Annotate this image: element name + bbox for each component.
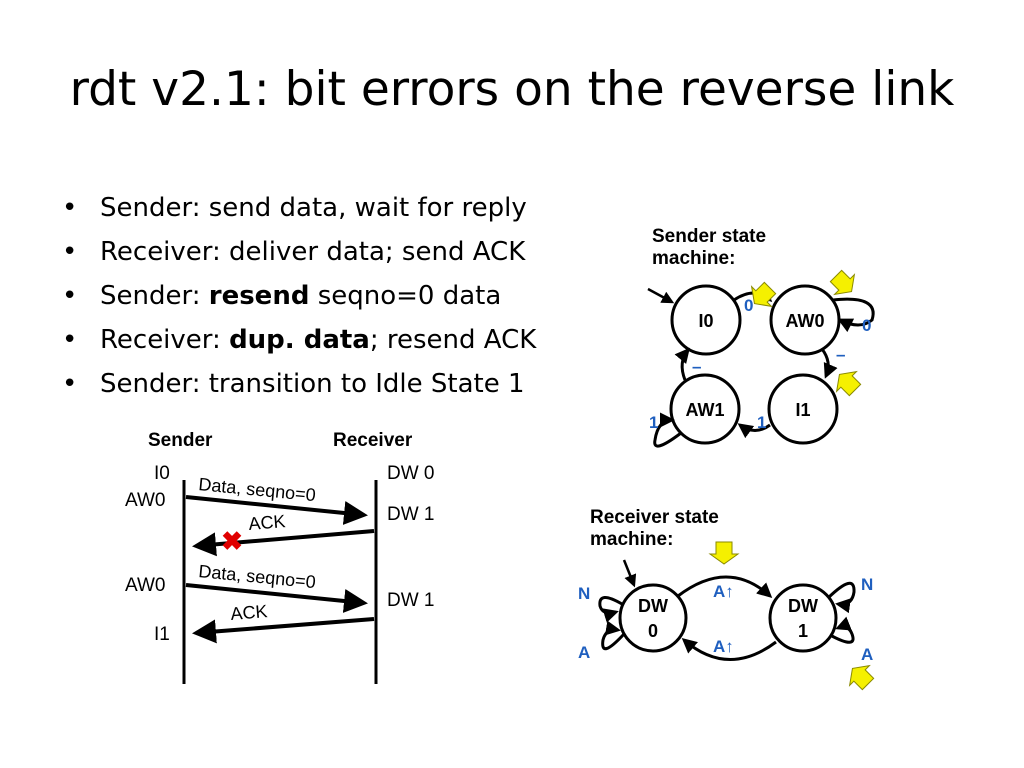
transition-arrow (677, 575, 773, 599)
state-label: 1 (798, 621, 808, 641)
slide-title: rdt v2.1: bit errors on the reverse link (69, 62, 955, 117)
transition-arrow (674, 347, 690, 381)
self-loop-arrow (829, 616, 855, 644)
highlight-arrow-icon (835, 370, 862, 397)
receiver-column-label: Receiver (333, 430, 413, 451)
bullet-dot: • (62, 369, 78, 399)
timeline-lines (182, 480, 378, 684)
bullet-bold-text: dup. data (229, 325, 370, 355)
transition-arrow (681, 638, 777, 661)
bullet-item: • Sender: resend seqno=0 data (62, 278, 536, 322)
transition-arrow (737, 423, 771, 439)
self-loop-arrow (601, 620, 626, 651)
sender-sm-title-line: Sender state (652, 226, 767, 247)
self-loop-arrow (653, 412, 682, 448)
bullet-text: seqno=0 data (309, 281, 502, 311)
state-label: AW1 (685, 400, 724, 420)
bullet-text: Sender: transition to Idle State 1 (100, 369, 525, 399)
transition-label: N (861, 575, 873, 594)
sender-state-label: AW0 (125, 490, 166, 511)
bullet-text: Sender: send data, wait for reply (100, 193, 527, 223)
highlight-arrow-icon (708, 541, 740, 565)
receiver-sm-title-line: Receiver state (590, 507, 719, 528)
message-label: ACK (248, 511, 286, 534)
transition-label: A (861, 645, 873, 664)
transition-label: – (836, 345, 845, 364)
self-loop-arrow (832, 297, 875, 333)
transition-label: N (578, 584, 590, 603)
state-node (768, 583, 838, 653)
self-loop-arrow (598, 596, 623, 623)
transition-label: 0 (862, 316, 871, 335)
sender-state-label: AW0 (125, 575, 166, 596)
transition-label: A (578, 643, 590, 662)
bullet-dot: • (62, 281, 78, 311)
state-node (669, 373, 741, 445)
receiver-sm-title-line: machine: (590, 529, 674, 550)
sender-sm-title: Sender state machine: (652, 226, 766, 270)
bullet-list: • Sender: send data, wait for reply • Rece… (62, 190, 536, 410)
ack-message-arrow (192, 617, 375, 644)
receiver-state-label: DW 1 (387, 504, 435, 525)
sender-state-label: I1 (154, 624, 170, 645)
bullet-dot: • (62, 193, 78, 223)
sender-column-label: Sender (148, 430, 213, 451)
bullet-item: • Sender: send data, wait for reply (62, 190, 536, 234)
lost-packet-x-icon: ✖ (221, 526, 243, 556)
sender-state-machine: I0 AW0 AW1 I1 0 0 – – 1 1 (647, 269, 875, 448)
highlight-arrow-icon (848, 664, 875, 691)
transition-label: – (692, 357, 701, 376)
initial-arrow (647, 287, 675, 304)
bullet-dot: • (62, 325, 78, 355)
state-label: DW (638, 596, 668, 616)
state-node (670, 284, 742, 356)
data-message-arrow (185, 495, 368, 525)
bullet-item: • Receiver: deliver data; send ACK (62, 234, 536, 278)
transition-label: 0 (744, 296, 753, 315)
bullet-item: • Sender: transition to Idle State 1 (62, 366, 536, 410)
bullet-item: • Receiver: dup. data; resend ACK (62, 322, 536, 366)
initial-arrow (622, 559, 637, 588)
sender-state-label: I0 (154, 463, 170, 484)
bullet-text: Sender: (100, 281, 209, 311)
state-node (618, 583, 688, 653)
transition-arrow (820, 348, 838, 379)
transition-label: 1 (757, 413, 766, 432)
message-label: ACK (230, 601, 268, 624)
ack-message-arrow (192, 529, 375, 557)
sender-sm-title-line: machine: (652, 248, 736, 269)
transition-label: A↑ (713, 637, 734, 656)
state-label: I0 (698, 311, 713, 331)
data-message-arrow (185, 583, 368, 613)
bullet-text: Receiver: (100, 325, 230, 355)
receiver-state-label: DW 0 (387, 463, 435, 484)
state-label: I1 (795, 400, 810, 420)
state-label: 0 (648, 621, 658, 641)
receiver-state-machine: DW 0 DW 1 N A A↑ A↑ N A (578, 541, 875, 691)
receiver-state-label: DW 1 (387, 590, 435, 611)
bullet-dot: • (62, 237, 78, 267)
bullet-text: Receiver: deliver data; send ACK (100, 237, 526, 267)
state-label: AW0 (785, 311, 824, 331)
transition-label: A↑ (713, 582, 734, 601)
highlight-arrow-icon (829, 269, 856, 296)
self-loop-arrow (826, 581, 856, 614)
state-node (767, 373, 839, 445)
transition-label: 1 (649, 413, 658, 432)
receiver-sm-title: Receiver state machine: (590, 507, 719, 551)
bullet-text: ; resend ACK (369, 325, 537, 355)
bullet-bold-text: resend (208, 281, 310, 311)
highlight-arrow-icon (750, 281, 777, 308)
state-label: DW (788, 596, 818, 616)
